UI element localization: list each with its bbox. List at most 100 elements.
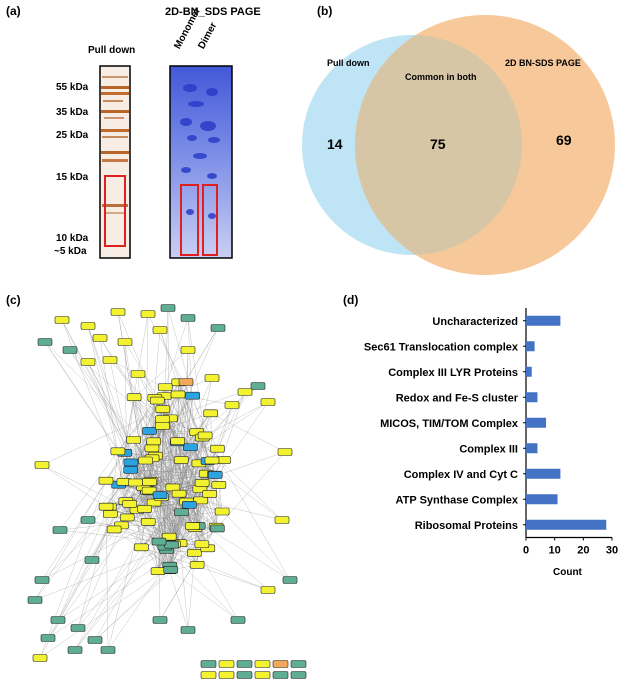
network-node: [185, 391, 200, 400]
network-edge: [210, 413, 286, 453]
network-node: [210, 444, 225, 453]
network-node: [272, 660, 289, 668]
network-edge: [124, 341, 159, 572]
network-node: [144, 444, 160, 453]
network-node: [119, 513, 135, 522]
network-edge: [165, 317, 189, 388]
network-node: [152, 326, 168, 334]
network-node: [277, 448, 293, 456]
network-node: [152, 491, 168, 500]
network-node: [70, 624, 86, 632]
network-node: [185, 522, 200, 530]
network-node: [54, 316, 70, 324]
panel-b-label: (b): [317, 4, 333, 18]
network-edge: [170, 394, 179, 419]
network-node: [155, 422, 170, 430]
pulldown-title: Pull down: [88, 45, 136, 56]
network-edge: [59, 387, 166, 531]
pulldown-selection-box: [104, 175, 126, 247]
network-edge: [216, 460, 224, 527]
network-node: [260, 398, 276, 406]
network-node: [137, 505, 152, 513]
protein-interaction-network: [27, 304, 307, 679]
category-label: MICOS, TIM/TOM Complex: [380, 418, 519, 430]
bar: [526, 468, 561, 479]
network-edge: [192, 500, 201, 527]
bar: [526, 494, 558, 505]
network-node: [187, 549, 202, 557]
marker-15: 15 kDa: [56, 172, 89, 183]
network-node: [163, 565, 179, 574]
network-edge: [150, 480, 203, 483]
network-edge: [94, 570, 170, 641]
network-node: [200, 660, 217, 668]
network-node: [155, 405, 171, 413]
network-node: [80, 322, 96, 330]
venn-right-count: 69: [556, 132, 572, 148]
network-node: [67, 646, 83, 654]
network-edge: [194, 404, 233, 529]
network-node: [182, 501, 197, 509]
network-edge: [141, 547, 269, 591]
network-edge: [87, 325, 125, 482]
network-node: [122, 500, 137, 508]
network-node: [197, 431, 213, 440]
network-node: [103, 510, 118, 518]
network-edge: [91, 460, 146, 561]
network-edge: [123, 327, 219, 482]
network-node: [173, 456, 189, 464]
venn-overlap-label: Common in both: [405, 72, 477, 82]
network-node: [140, 310, 156, 318]
network-edge: [134, 349, 189, 398]
network-node: [254, 671, 271, 679]
network-node: [282, 576, 298, 584]
network-node: [260, 586, 276, 594]
venn-right-set-label: 2D BN-SDS PAGE: [505, 58, 581, 68]
network-edge: [59, 529, 160, 542]
network-node: [236, 671, 253, 679]
category-label: Ribosomal Proteins: [415, 520, 518, 532]
marker-10: 10 kDa: [56, 233, 89, 244]
category-label: Complex III: [459, 443, 518, 455]
x-tick-label: 30: [606, 545, 618, 557]
network-edge: [151, 448, 195, 553]
network-node: [174, 508, 189, 517]
network-node: [123, 458, 139, 467]
network-node: [150, 567, 166, 575]
network-node: [211, 481, 227, 489]
gel-header: 2D-BN_SDS PAGE: [165, 6, 261, 18]
network-node: [204, 374, 220, 382]
network-edge: [133, 413, 211, 441]
network-node: [126, 393, 142, 402]
network-edge: [147, 395, 193, 490]
network-edge: [124, 341, 128, 518]
network-node: [290, 671, 307, 679]
network-node: [142, 427, 157, 435]
dimer-selection-box: [202, 184, 218, 256]
gel-images: [99, 65, 233, 259]
network-edge: [218, 484, 223, 512]
network-node: [183, 443, 198, 452]
x-axis-title: Count: [553, 567, 582, 578]
network-node: [98, 476, 114, 485]
network-node: [140, 518, 156, 526]
network-node: [126, 436, 141, 444]
category-label: Uncharacterized: [432, 316, 518, 328]
network-edge: [69, 349, 198, 565]
network-node: [92, 334, 108, 342]
venn-overlap-count: 75: [430, 136, 446, 152]
bar: [526, 392, 538, 403]
network-edge: [74, 504, 190, 651]
panel-a-label: (a): [6, 4, 21, 18]
venn-overlap: [355, 35, 522, 255]
network-edge: [39, 480, 107, 659]
network-node: [141, 486, 157, 495]
network-node: [254, 660, 271, 668]
network-edge: [34, 481, 125, 601]
network-node: [149, 396, 165, 405]
marker-55: 55 kDa: [56, 82, 89, 93]
network-edge: [145, 313, 149, 461]
network-edge: [87, 484, 119, 521]
network-edge: [87, 361, 125, 453]
